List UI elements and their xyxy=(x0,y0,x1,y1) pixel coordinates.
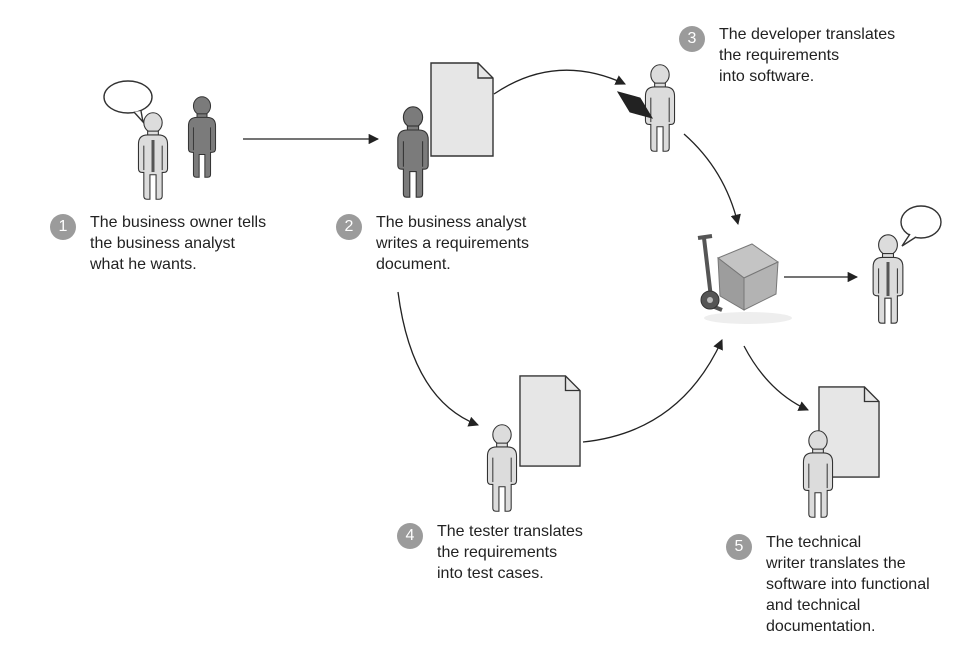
step-4-caption-group: 4 The tester translates the requirements… xyxy=(397,521,583,584)
speech-bubble-icon xyxy=(900,205,942,247)
arrow-document-to-developer xyxy=(493,69,626,95)
caption-line: The developer translates xyxy=(719,26,896,43)
caption-line: documentation. xyxy=(766,618,876,635)
step-number-badge: 1 xyxy=(50,214,76,240)
arrow-document-to-tester xyxy=(397,291,479,427)
requirements-document-icon xyxy=(430,62,494,157)
tester-person-icon xyxy=(486,424,518,512)
test-cases-document-icon xyxy=(519,375,581,467)
caption-line: writes a requirements xyxy=(376,235,529,252)
step-5-caption-group: 5 The technical writer translates the so… xyxy=(726,532,930,637)
hand-truck-icon xyxy=(697,234,792,324)
analyst-writer-person-icon xyxy=(397,106,429,198)
step-number-badge: 2 xyxy=(336,214,362,240)
box-icon xyxy=(717,243,779,311)
caption-line: The technical xyxy=(766,534,862,551)
caption-line: and technical xyxy=(766,597,861,614)
step-caption: The developer translates the requirement… xyxy=(719,24,895,87)
caption-line: The tester translates xyxy=(437,523,583,540)
step-caption: The technical writer translates the soft… xyxy=(766,532,930,637)
caption-line: the requirements xyxy=(437,544,558,561)
laptop-icon xyxy=(616,91,654,119)
step-number-badge: 4 xyxy=(397,523,423,549)
business-analyst-person-icon xyxy=(187,96,217,178)
step-2-caption-group: 2 The business analyst writes a requirem… xyxy=(336,212,529,275)
step-number-badge: 5 xyxy=(726,534,752,560)
speech-bubble-icon xyxy=(103,80,153,125)
developer-person-icon xyxy=(644,64,676,152)
caption-line: The business analyst xyxy=(376,214,527,231)
arrow-tests-to-cart xyxy=(582,339,723,443)
caption-line: the business analyst xyxy=(90,235,235,252)
caption-line: software into functional xyxy=(766,576,930,593)
caption-line: into software. xyxy=(719,68,815,85)
caption-line: what he wants. xyxy=(90,256,197,273)
step-caption: The business analyst writes a requiremen… xyxy=(376,212,529,275)
arrow-developer-to-cart xyxy=(683,133,741,226)
arrow-cart-to-writer xyxy=(743,345,809,411)
caption-line: writer translates the xyxy=(766,555,906,572)
step-caption: The tester translates the requirements i… xyxy=(437,521,583,584)
caption-line: into test cases. xyxy=(437,565,544,582)
step-1-caption-group: 1 The business owner tells the business … xyxy=(50,212,266,275)
step-3-caption-group: 3 The developer translates the requireme… xyxy=(679,24,895,87)
caption-line: document. xyxy=(376,256,451,273)
caption-line: the requirements xyxy=(719,47,840,64)
caption-line: The business owner tells xyxy=(90,214,267,231)
step-caption: The business owner tells the business an… xyxy=(90,212,266,275)
step-number-badge: 3 xyxy=(679,26,705,52)
